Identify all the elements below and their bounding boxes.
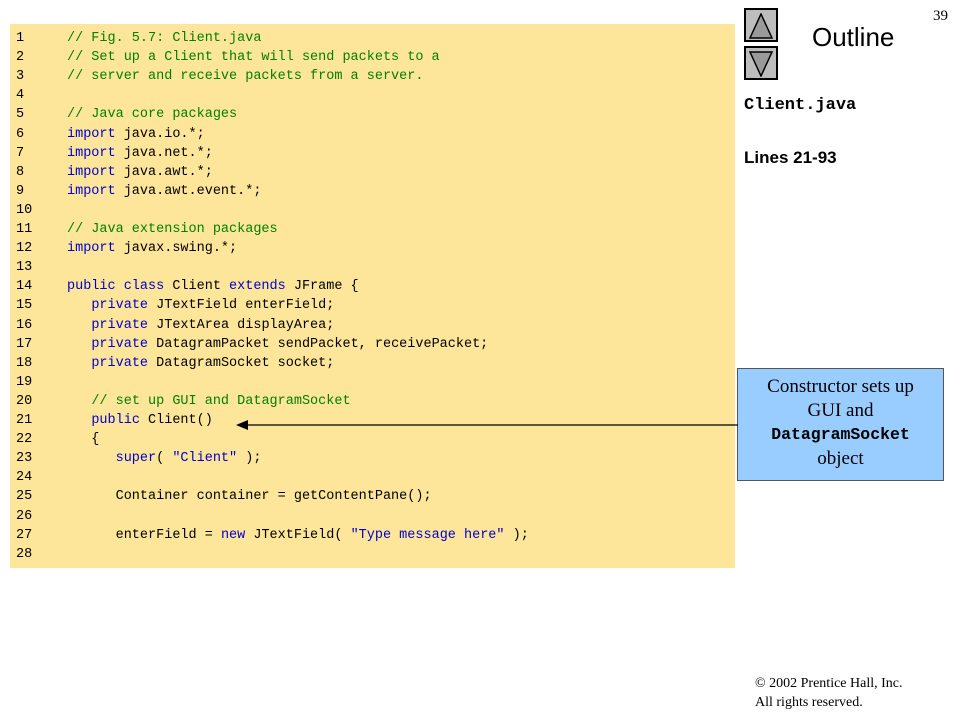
line-number: 5 [16,107,25,123]
code-line: 22 { [10,430,735,449]
line-number: 23 [16,451,33,467]
callout-arrow [236,420,738,430]
file-name: Client.java [744,96,857,115]
code-line: 3 // server and receive packets from a se… [10,67,735,86]
code-line: 19 [10,373,735,392]
code-text: private JTextArea displayArea; [91,317,335,333]
code-line: 14 public class Client extends JFrame { [10,277,735,296]
outline-title: Outline [812,22,895,52]
line-number: 2 [16,50,25,66]
code-line: 28 [10,545,735,564]
code-text: // Java extension packages [67,222,278,237]
code-text: import java.io.*; [67,126,205,142]
line-number: 28 [16,546,33,562]
line-number: 27 [16,527,33,543]
line-number: 4 [16,88,25,104]
line-number: 24 [16,470,33,486]
copyright-line: All rights reserved. [755,695,863,710]
code-text: import java.awt.event.*; [67,183,262,199]
code-text: import java.net.*; [67,145,213,161]
callout-line: DatagramSocket [771,425,910,444]
code-text: import java.awt.*; [67,164,213,180]
code-text: // Java core packages [67,107,238,123]
callout-line: Constructor sets up [767,376,914,397]
code-text: { [67,432,100,448]
code-line: 8 import java.awt.*; [10,163,735,182]
copyright: © 2002 Prentice Hall, Inc. All rights re… [755,674,903,712]
lines-label: Lines 21-93 [744,148,837,167]
code-line: 24 [10,468,735,487]
copyright-line: © 2002 Prentice Hall, Inc. [755,676,903,691]
code-line: 23 super( "Client" ); [10,449,735,468]
triangle-down-icon [749,51,773,77]
line-number: 6 [16,126,25,142]
code-line: 25 Container container = getContentPane(… [10,487,735,506]
code-line: 7 import java.net.*; [10,144,735,163]
line-number: 8 [16,164,25,180]
code-text: private JTextField enterField; [91,298,335,314]
line-number: 16 [16,317,33,333]
triangle-up-icon [749,13,773,39]
code-line: 17 private DatagramPacket sendPacket, re… [10,335,735,354]
line-number: 9 [16,183,25,199]
code-line: 16 private JTextArea displayArea; [10,316,735,335]
line-number: 13 [16,260,33,276]
code-text: // set up GUI and DatagramSocket [91,393,351,409]
code-line: 6 import java.io.*; [10,125,735,144]
line-number: 10 [16,202,33,218]
line-number: 20 [16,393,33,409]
code-line: 20 // set up GUI and DatagramSocket [10,392,735,411]
code-line: 1 // Fig. 5.7: Client.java [10,29,735,48]
callout-line: GUI and [807,400,874,421]
slide-number: 39 [933,8,948,24]
code-line: 11 // Java extension packages [10,220,735,239]
code-text: // Fig. 5.7: Client.java [67,31,262,46]
code-text: public Client() [91,413,213,428]
line-number: 1 [16,31,25,46]
line-number: 26 [16,508,33,524]
callout-line: object [817,448,864,469]
line-number: 3 [16,69,25,85]
code-text: import javax.swing.*; [67,241,238,257]
code-text: public class Client extends JFrame { [67,279,359,295]
code-line: 10 [10,201,735,220]
code-text: // server and receive packets from a ser… [67,69,424,85]
previous-slide-button[interactable] [744,8,778,42]
code-line: 26 [10,507,735,526]
line-number: 17 [16,336,33,352]
line-number: 7 [16,145,25,161]
line-number: 11 [16,222,33,237]
code-line: 21 public Client() [10,411,735,430]
code-line: 18 private DatagramSocket socket; [10,354,735,373]
code-text: // Set up a Client that will send packet… [67,50,440,66]
code-text: enterField = new JTextField( "Type messa… [67,527,529,543]
code-listing: 1 // Fig. 5.7: Client.java 2 // Set up a Cl… [10,24,735,568]
line-number: 21 [16,413,33,428]
callout-box: Constructor sets up GUI and DatagramSock… [737,368,944,481]
code-line: 12 import javax.swing.*; [10,239,735,258]
line-number: 22 [16,432,33,448]
line-number: 25 [16,489,33,505]
next-slide-button[interactable] [744,46,778,80]
code-line: 9 import java.awt.event.*; [10,182,735,201]
code-text: private DatagramSocket socket; [91,355,335,371]
code-line: 4 [10,86,735,105]
line-number: 15 [16,298,33,314]
code-line: 13 [10,258,735,277]
code-text: private DatagramPacket sendPacket, recei… [91,336,489,352]
code-line: 2 // Set up a Client that will send packe… [10,48,735,67]
code-line: 15 private JTextField enterField; [10,296,735,315]
line-number: 14 [16,279,33,295]
line-number: 18 [16,355,33,371]
code-line: 27 enterField = new JTextField( "Type me… [10,526,735,545]
code-text: Container container = getContentPane(); [67,489,432,505]
code-line: 5 // Java core packages [10,105,735,124]
line-number: 12 [16,241,33,257]
code-text: super( "Client" ); [115,451,262,467]
line-number: 19 [16,374,33,390]
